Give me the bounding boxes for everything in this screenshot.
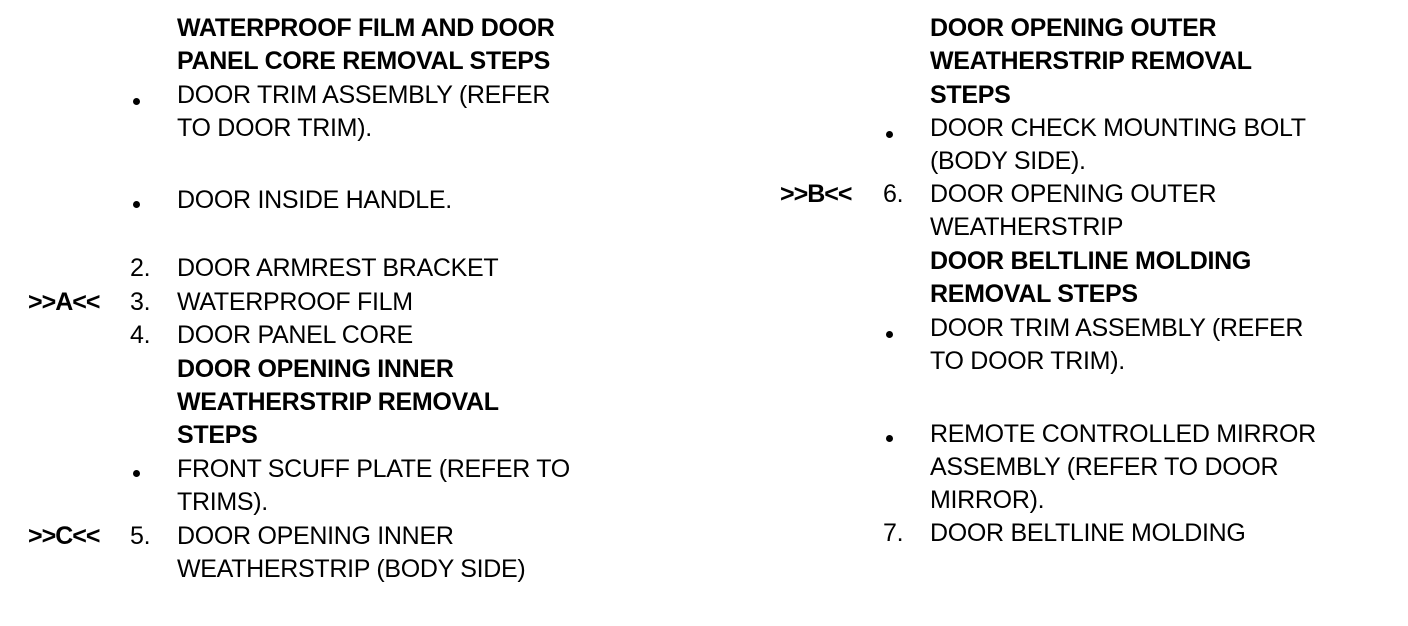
bullet-icon	[133, 470, 140, 477]
left-door-trim-line1: DOOR TRIM ASSEMBLY (REFER	[177, 81, 551, 109]
right-door-trim-line1: DOOR TRIM ASSEMBLY (REFER	[930, 314, 1304, 342]
item-6-text-line2: WEATHERSTRIP	[930, 213, 1124, 241]
item-3-number: 3.	[130, 288, 151, 316]
left-scuff-line2: TRIMS).	[177, 488, 268, 516]
left-heading-waterproof-line1: WATERPROOF FILM AND DOOR	[177, 14, 555, 42]
right-heading-outer-line1: DOOR OPENING OUTER	[930, 14, 1217, 42]
item-7-text: DOOR BELTLINE MOLDING	[930, 519, 1246, 547]
right-mirror-line3: MIRROR).	[930, 486, 1045, 514]
item-3-ref-marker: >>A<<	[28, 288, 100, 316]
right-heading-beltline-line1: DOOR BELTLINE MOLDING	[930, 247, 1251, 275]
left-door-trim-line2: TO DOOR TRIM).	[177, 114, 372, 142]
right-check-bolt-line1: DOOR CHECK MOUNTING BOLT	[930, 114, 1306, 142]
bullet-icon	[886, 131, 893, 138]
left-heading-inner-line2: WEATHERSTRIP REMOVAL	[177, 388, 499, 416]
right-door-trim-line2: TO DOOR TRIM).	[930, 347, 1125, 375]
item-2-text: DOOR ARMREST BRACKET	[177, 254, 499, 282]
item-5-text-line1: DOOR OPENING INNER	[177, 522, 454, 550]
item-2-number: 2.	[130, 254, 151, 282]
item-6-text-line1: DOOR OPENING OUTER	[930, 180, 1217, 208]
item-7-number: 7.	[883, 519, 904, 547]
bullet-icon	[133, 201, 140, 208]
right-heading-outer-line2: WEATHERSTRIP REMOVAL	[930, 47, 1252, 75]
bullet-icon	[886, 331, 893, 338]
item-4-text: DOOR PANEL CORE	[177, 321, 413, 349]
item-6-ref-marker: >>B<<	[780, 180, 852, 208]
right-check-bolt-line2: (BODY SIDE).	[930, 147, 1086, 175]
left-heading-waterproof-line2: PANEL CORE REMOVAL STEPS	[177, 47, 550, 75]
bullet-icon	[886, 435, 893, 442]
right-mirror-line2: ASSEMBLY (REFER TO DOOR	[930, 453, 1279, 481]
left-heading-inner-line3: STEPS	[177, 421, 258, 449]
right-heading-beltline-line2: REMOVAL STEPS	[930, 280, 1138, 308]
bullet-icon	[133, 98, 140, 105]
item-5-ref-marker: >>C<<	[28, 522, 100, 550]
item-5-number: 5.	[130, 522, 151, 550]
item-3-text: WATERPROOF FILM	[177, 288, 413, 316]
right-mirror-line1: REMOTE CONTROLLED MIRROR	[930, 420, 1316, 448]
left-door-inside-handle: DOOR INSIDE HANDLE.	[177, 186, 452, 214]
right-heading-outer-line3: STEPS	[930, 81, 1011, 109]
item-4-number: 4.	[130, 321, 151, 349]
item-6-number: 6.	[883, 180, 904, 208]
left-heading-inner-line1: DOOR OPENING INNER	[177, 355, 454, 383]
left-scuff-line1: FRONT SCUFF PLATE (REFER TO	[177, 455, 570, 483]
item-5-text-line2: WEATHERSTRIP (BODY SIDE)	[177, 555, 526, 583]
